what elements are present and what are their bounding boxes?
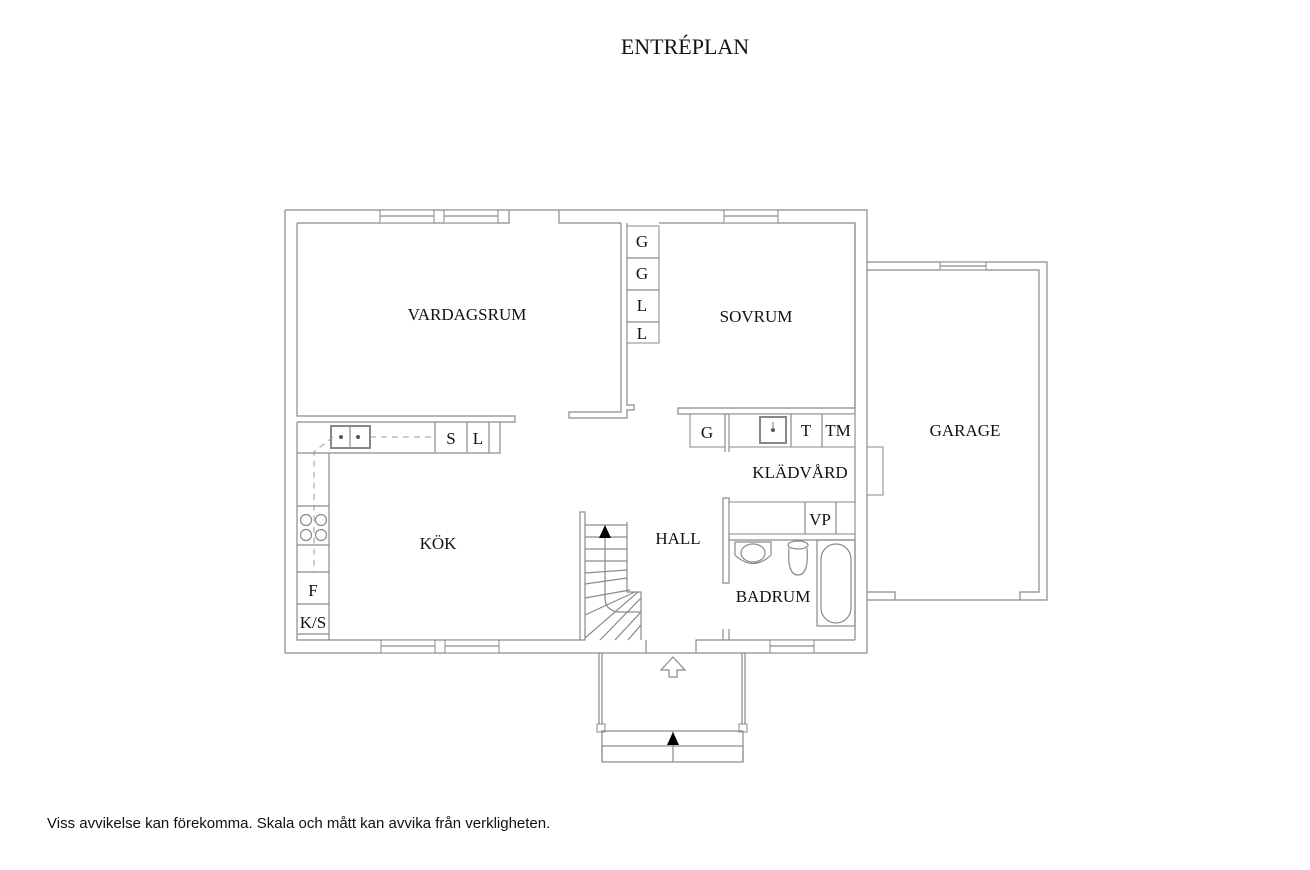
room-label-badrum: BADRUM (736, 587, 811, 606)
room-label-kladvard: KLÄDVÅRD (752, 463, 847, 482)
laundry-sink-icon (759, 416, 787, 444)
room-label-sovrum: SOVRUM (720, 307, 793, 326)
entry-arrow-icon (667, 732, 679, 745)
room-label-garage: GARAGE (930, 421, 1001, 440)
label-dryer: T (801, 421, 812, 440)
bathtub-icon (816, 539, 856, 627)
room-label-hall: HALL (655, 529, 700, 548)
label-linen-1: L (637, 296, 647, 315)
disclaimer-text: Viss avvikelse kan förekomma. Skala och … (47, 815, 551, 832)
laundry-row: G T TM (689, 413, 884, 496)
entrance-arrow-icon (659, 656, 687, 678)
label-linen-2: L (637, 324, 647, 343)
exterior-walls (284, 209, 868, 654)
bathroom: VP (722, 497, 856, 640)
label-kitchen-s: S (446, 429, 455, 448)
label-kitchen-l: L (473, 429, 483, 448)
label-wardrobe-1: G (636, 232, 648, 251)
label-fridge-freezer: K/S (300, 613, 326, 632)
garage (867, 261, 1048, 601)
stove-icon (299, 513, 328, 542)
room-label-kok: KÖK (420, 534, 458, 553)
label-water-heater: VP (809, 510, 831, 529)
toilet-icon (787, 540, 809, 550)
stair-up-arrow-icon (599, 525, 611, 538)
plan-title: ENTRÉPLAN (620, 34, 750, 59)
kitchen-counters: S L F K/S (297, 422, 501, 640)
room-label-vardagsrum: VARDAGSRUM (408, 305, 527, 324)
label-hall-wardrobe: G (701, 423, 713, 442)
label-wardrobe-2: G (636, 264, 648, 283)
label-washer: TM (825, 421, 851, 440)
washbasin-icon (734, 541, 772, 565)
staircase (579, 511, 642, 641)
entrance-porch (596, 653, 748, 763)
label-fridge: F (308, 581, 317, 600)
